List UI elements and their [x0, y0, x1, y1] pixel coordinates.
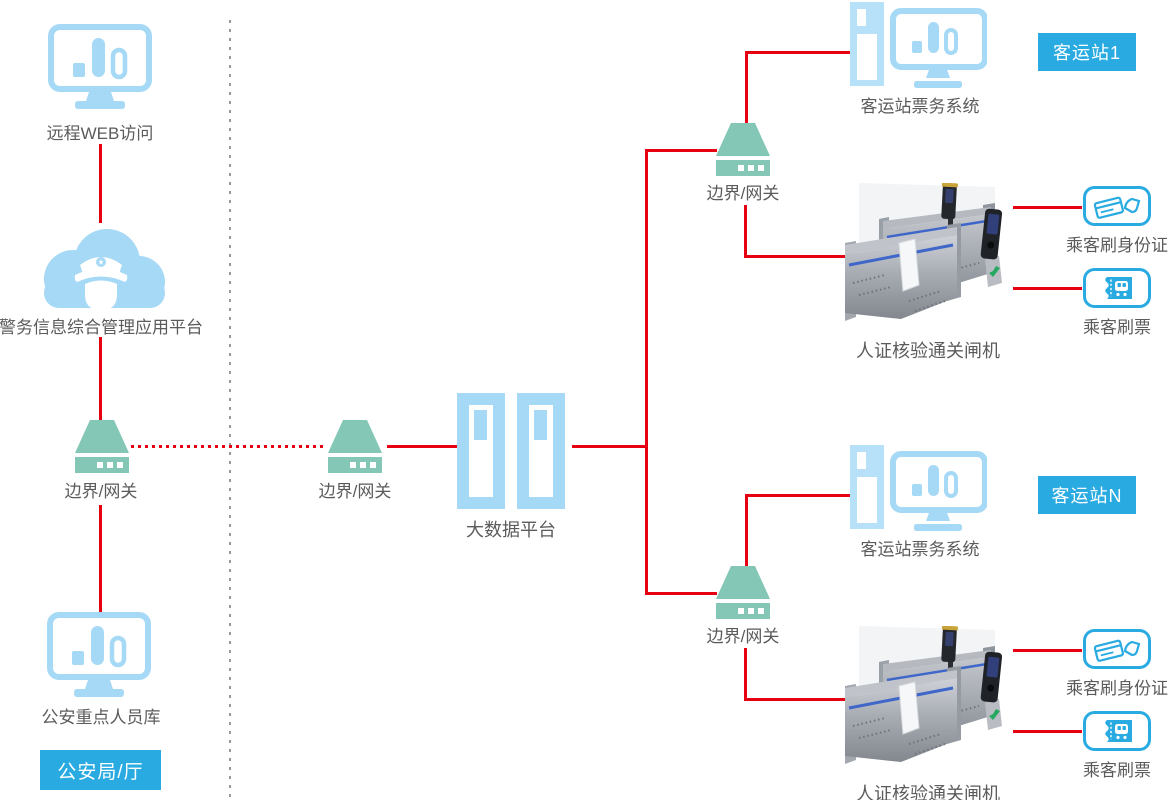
gateway-icon: [716, 566, 770, 619]
connector-line: [744, 698, 845, 701]
gate-machine-label: 人证核验通关闸机: [856, 341, 1000, 361]
police-cloud-icon: [44, 229, 165, 310]
trunk-connector-line: [645, 149, 648, 595]
connector-line: [744, 255, 845, 258]
server-towers-icon: [457, 393, 565, 509]
bureau-badge: 公安局/厅: [40, 750, 161, 790]
ticketing-system-label: 客运站票务系统: [860, 540, 980, 559]
zone-divider: [229, 20, 231, 800]
id-card-swipe-icon: [1083, 629, 1151, 669]
gateway-icon: [75, 420, 129, 473]
id-swipe-label: 乘客刷身份证: [1066, 679, 1168, 698]
connector-line: [746, 51, 850, 54]
connector-line: [744, 205, 747, 258]
connector-line: [744, 648, 747, 701]
station-badge: 客运站N: [1038, 476, 1136, 514]
ticketing-system-label: 客运站票务系统: [860, 97, 980, 116]
desktop-computer-icon: [850, 2, 987, 88]
bigdata-label: 大数据平台: [466, 520, 556, 540]
gateway-label: 边界/网关: [64, 482, 138, 501]
id-swipe-label: 乘客刷身份证: [1066, 236, 1168, 255]
connector-line: [646, 592, 717, 595]
police-platform-label: 警务信息综合管理应用平台: [0, 318, 203, 337]
desktop-computer-icon: [850, 445, 987, 531]
ticket-swipe-label: 乘客刷票: [1083, 318, 1151, 337]
connector-line: [745, 494, 748, 567]
station-badge: 客运站1: [1038, 33, 1136, 71]
gateway-label: 边界/网关: [706, 627, 780, 646]
connector-line: [646, 149, 717, 152]
station-n-section: 客运站票务系统 客运站N 边界/网关: [0, 443, 1170, 800]
gateway-icon: [716, 123, 770, 176]
connector-line: [1013, 649, 1082, 652]
station-1-section: 客运站票务系统 客运站1 边界/网关: [646, 2, 1168, 361]
remote-web-label: 远程WEB访问: [46, 124, 154, 143]
dotted-connector-line: [131, 445, 326, 448]
connector-line: [387, 445, 457, 448]
gateway-label: 边界/网关: [318, 482, 392, 501]
ticket-swipe-label: 乘客刷票: [1083, 761, 1151, 780]
gate-machine-label: 人证核验通关闸机: [856, 784, 1000, 800]
ticket-icon: [1083, 711, 1151, 751]
gateway-icon: [328, 420, 382, 473]
connector-line: [1013, 206, 1082, 209]
gate-machine-image: [845, 626, 1003, 764]
ticket-icon: [1083, 268, 1151, 308]
police-db-label: 公安重点人员库: [41, 708, 161, 727]
connector-line: [745, 51, 748, 124]
connector-line: [99, 337, 102, 420]
connector-line: [572, 445, 645, 448]
id-card-swipe-icon: [1083, 186, 1151, 226]
monitor-icon: [47, 612, 151, 697]
connector-line: [99, 505, 102, 613]
connector-line: [746, 494, 850, 497]
gateway-label: 边界/网关: [706, 184, 780, 203]
connector-line: [99, 144, 102, 223]
gate-machine-image: [845, 183, 1003, 321]
connector-line: [1013, 287, 1082, 290]
connector-line: [1013, 730, 1082, 733]
monitor-icon: [48, 24, 152, 109]
